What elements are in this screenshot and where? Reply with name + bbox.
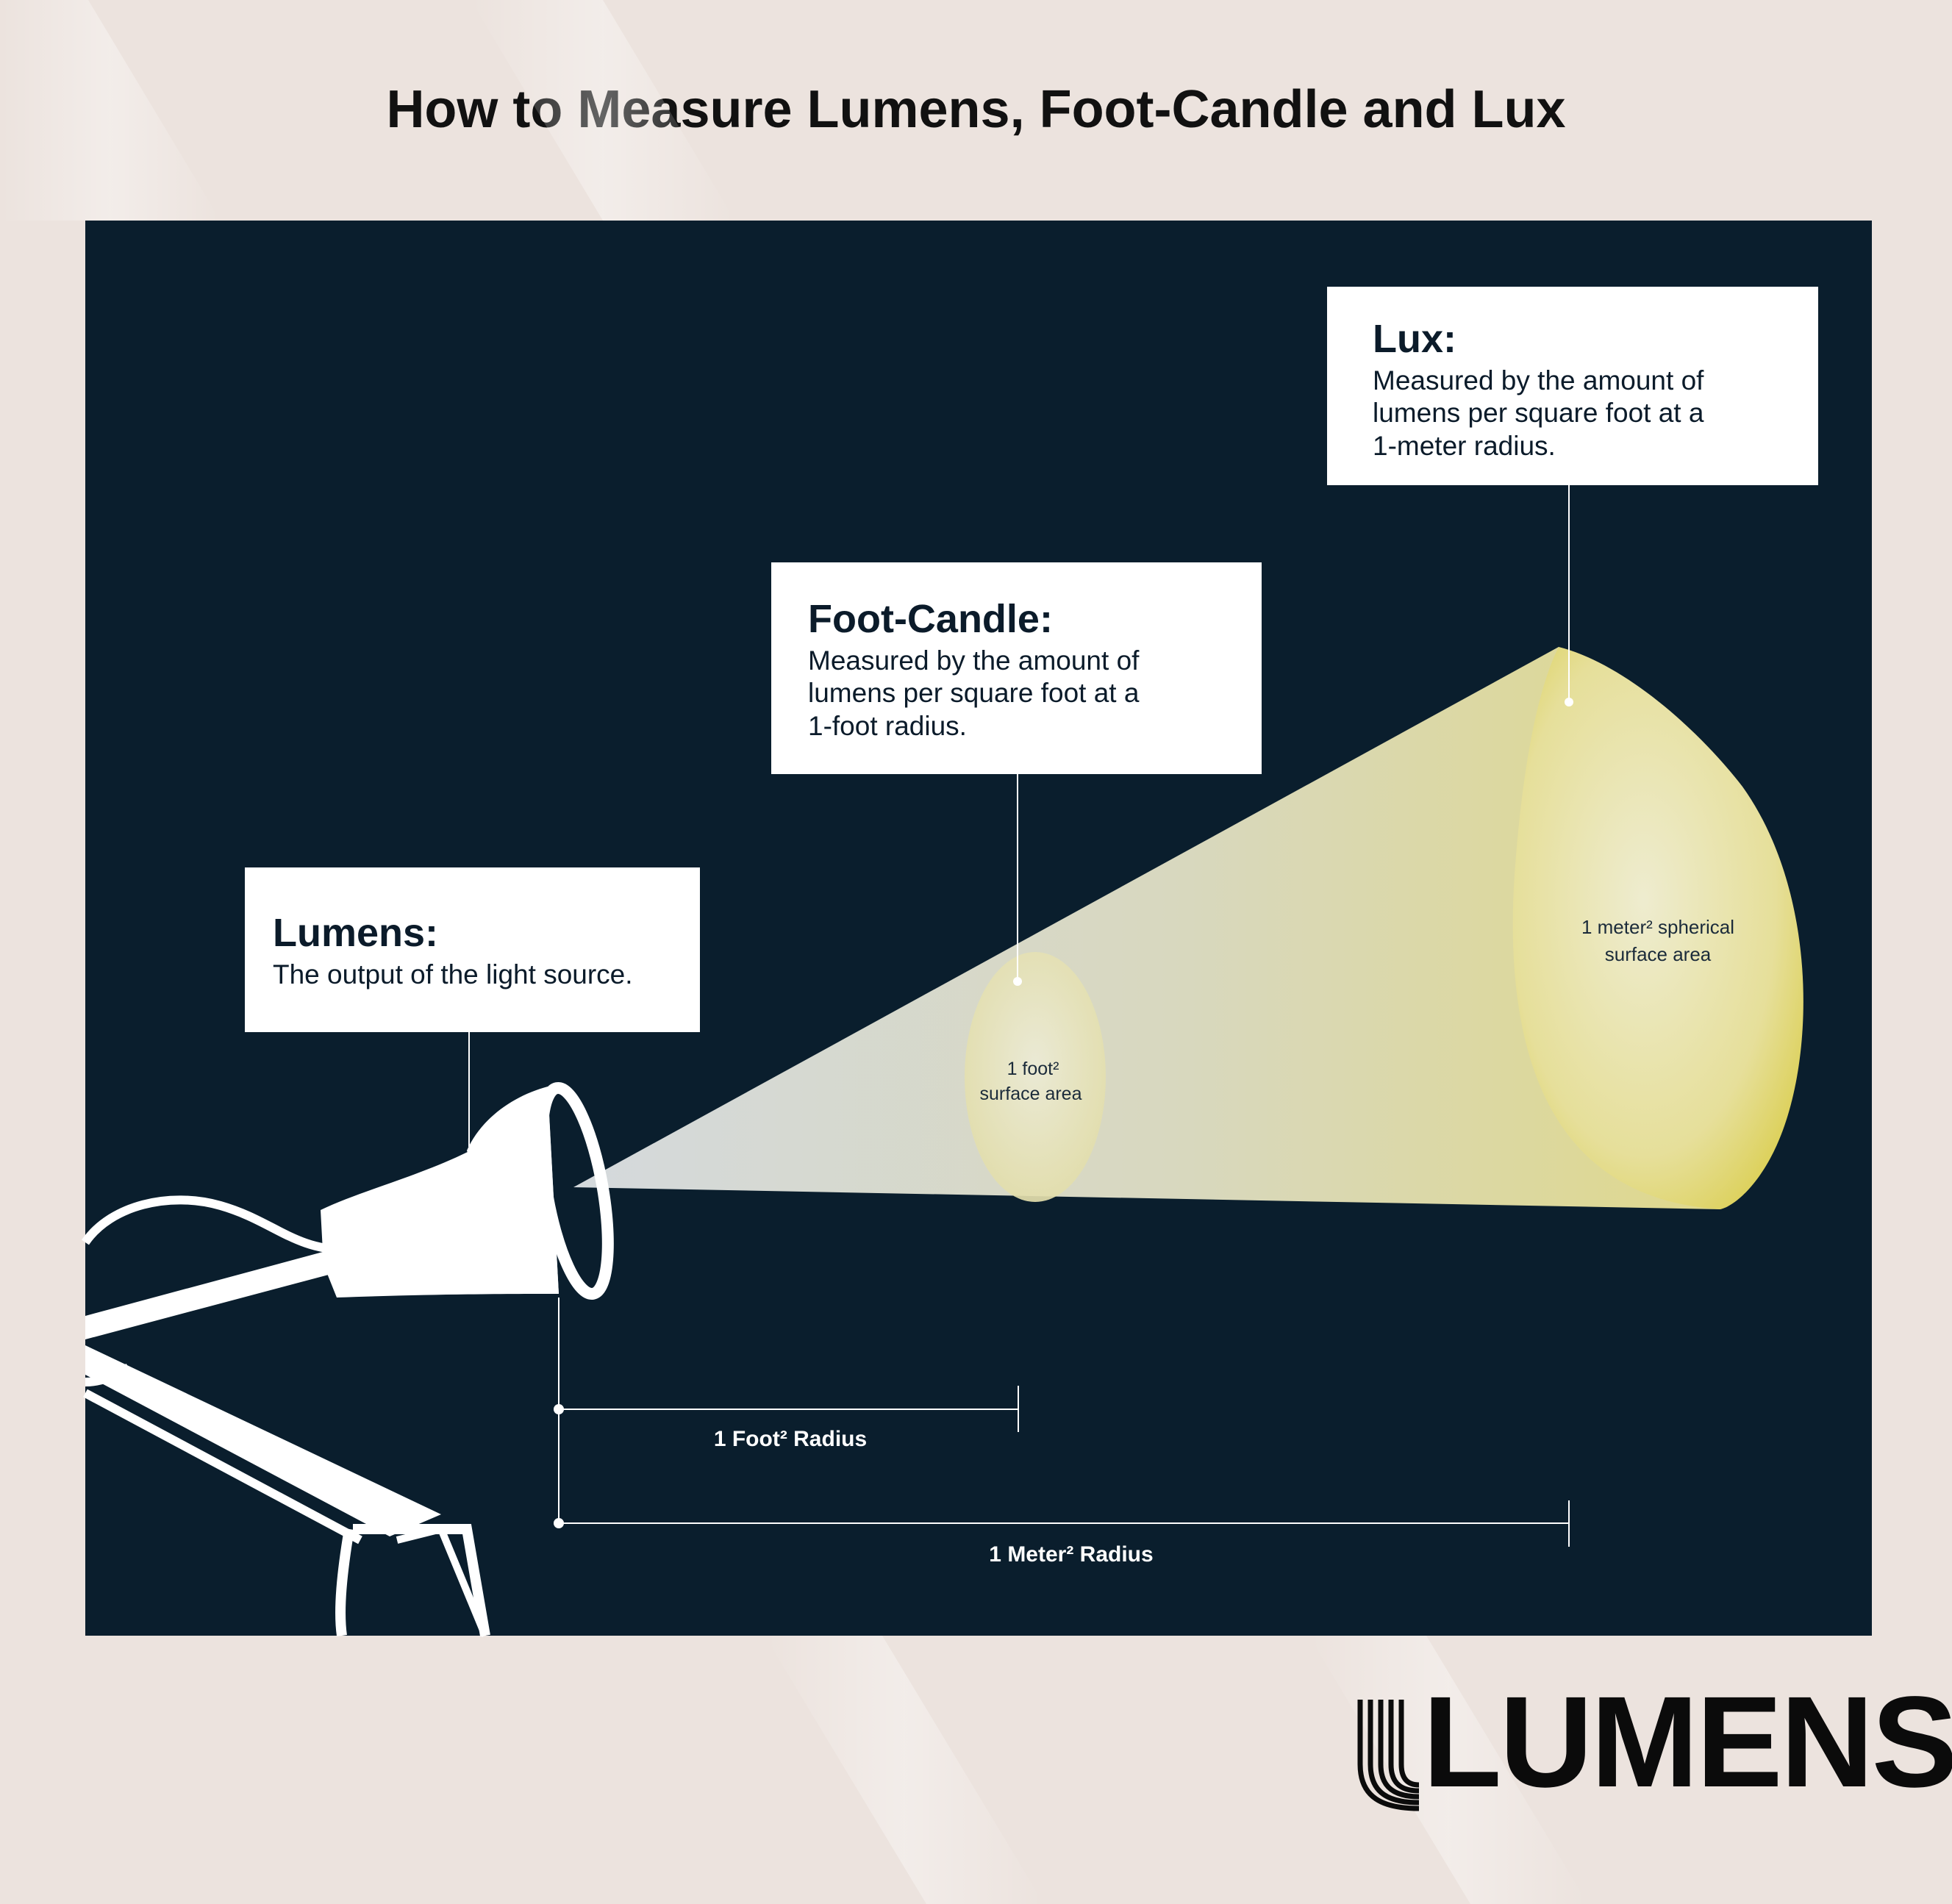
foot-radius-label: 1 Foot² Radius bbox=[714, 1427, 867, 1451]
footcandle-info-box: Foot-Candle: Measured by the amount of l… bbox=[771, 562, 1262, 774]
lux-description-line: Measured by the amount of bbox=[1373, 365, 1704, 396]
lumens-logo-mark bbox=[1357, 1700, 1420, 1811]
foot-surface-label-line1: 1 foot² bbox=[1007, 1059, 1059, 1079]
footcandle-heading: Foot-Candle: bbox=[808, 597, 1053, 641]
lamp-arm-rod bbox=[83, 1389, 362, 1545]
meter-surface-label-line1: 1 meter² spherical bbox=[1581, 916, 1734, 938]
lumens-info-box: Lumens: The output of the light source. bbox=[245, 867, 700, 1032]
foot-radius-dot bbox=[554, 1404, 564, 1414]
lux-description-line: 1-meter radius. bbox=[1373, 430, 1556, 461]
lux-leader-dot bbox=[1565, 698, 1573, 706]
bg-stripe bbox=[0, 0, 221, 221]
meter-radius-label: 1 Meter² Radius bbox=[989, 1542, 1153, 1567]
lamp-illustration bbox=[82, 1082, 614, 1637]
lux-info-box: Lux: Measured by the amount of lumens pe… bbox=[1327, 287, 1818, 485]
lamp-base-frame bbox=[353, 1524, 490, 1637]
meter-radius-dot bbox=[554, 1518, 564, 1528]
lux-description-line: lumens per square foot at a bbox=[1373, 398, 1704, 429]
footcandle-description-line: 1-foot radius. bbox=[808, 710, 967, 741]
foot-surface-label-line2: surface area bbox=[980, 1084, 1082, 1104]
lamp-arm-upper bbox=[85, 1250, 340, 1339]
lamp-base-brace bbox=[396, 1525, 489, 1637]
foot-surface-area bbox=[965, 952, 1106, 1202]
bg-stripe bbox=[765, 1636, 1044, 1904]
lumens-description-line: The output of the light source. bbox=[273, 959, 633, 990]
bg-stripe bbox=[471, 0, 735, 221]
light-beam bbox=[573, 647, 1720, 1209]
footcandle-description-line: lumens per square foot at a bbox=[808, 678, 1140, 709]
footcandle-leader-dot bbox=[1013, 977, 1022, 986]
lamp-base-leg bbox=[335, 1528, 354, 1636]
lumens-heading: Lumens: bbox=[273, 911, 439, 955]
lamp-clamp bbox=[85, 1363, 132, 1386]
lumens-logo-text: LUMENS bbox=[1423, 1670, 1952, 1814]
lamp-reflector bbox=[467, 1087, 559, 1294]
meter-spherical-surface bbox=[1512, 647, 1803, 1209]
meter-surface-label-line2: surface area bbox=[1605, 943, 1712, 965]
lux-heading: Lux: bbox=[1373, 317, 1456, 361]
lamp-rim bbox=[536, 1082, 614, 1300]
lamp-arm-lower bbox=[85, 1345, 441, 1536]
lamp-cable bbox=[82, 1195, 346, 1254]
footcandle-description-line: Measured by the amount of bbox=[808, 645, 1140, 676]
